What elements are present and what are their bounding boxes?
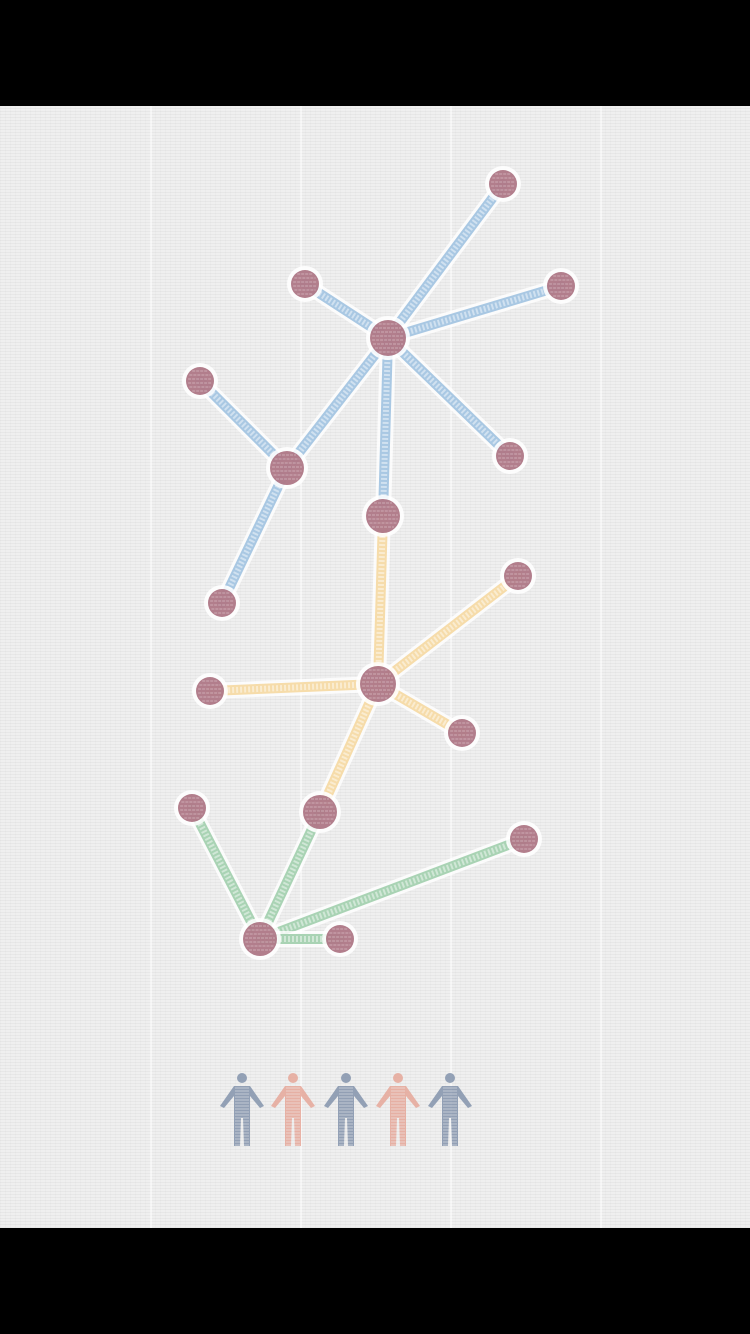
edge-hub-green-to-green-top-left	[187, 803, 265, 944]
node-blue-lower-right	[496, 442, 524, 470]
edge-hub-yellow-to-yellow-lower-left	[315, 679, 383, 817]
node-yellow-right	[504, 562, 532, 590]
node-green-near	[326, 925, 354, 953]
edge-blue-bottom-to-hub-yellow	[373, 511, 388, 689]
edge-texture	[380, 337, 391, 517]
person-figure-icon	[271, 1073, 315, 1146]
column-seam	[300, 106, 302, 1228]
node-blue-upper-left	[291, 270, 319, 298]
person-figure-icon	[220, 1073, 264, 1146]
node-yellow-lower-right	[448, 719, 476, 747]
person-figure-icon	[428, 1073, 472, 1146]
edge-hub-blue-to-blue-top-right	[383, 179, 508, 343]
edge-hub-blue-to-blue-right	[383, 281, 566, 343]
node-blue-lower-left	[208, 589, 236, 617]
top-black-bar	[0, 0, 750, 106]
edge-texture	[257, 810, 323, 941]
edge-blue-mid-left-to-blue-lower-left	[217, 463, 292, 608]
node-blue-bottom	[366, 499, 400, 533]
node-blue-right	[547, 272, 575, 300]
edge-texture	[385, 182, 506, 340]
edge-hub-yellow-to-yellow-left	[205, 679, 383, 696]
person-figure-icon	[376, 1073, 420, 1146]
node-blue-mid-left	[270, 451, 304, 485]
edge-texture	[284, 336, 391, 470]
node-blue-top-right	[489, 170, 517, 198]
column-seam	[600, 106, 602, 1228]
node-yellow-lower-left	[303, 795, 337, 829]
nodes-layer	[174, 166, 579, 960]
edge-hub-yellow-to-yellow-right	[373, 571, 523, 689]
edge-hub-blue-to-blue-bottom	[378, 333, 393, 521]
column-seam	[450, 106, 452, 1228]
node-green-right	[510, 825, 538, 853]
edge-texture	[317, 682, 381, 814]
edge-texture	[385, 335, 513, 459]
edge-hub-green-to-green-right	[255, 834, 529, 944]
node-green-top-left	[178, 794, 206, 822]
edges-layer	[184, 176, 569, 947]
edge-hub-blue-to-blue-mid-left	[282, 333, 393, 473]
edge-hub-green-to-yellow-lower-left	[255, 807, 325, 944]
edge-texture	[189, 806, 263, 941]
node-hub-blue	[370, 320, 406, 356]
edge-texture	[258, 836, 526, 942]
node-blue-far-left	[186, 367, 214, 395]
node-hub-yellow	[360, 666, 396, 702]
edge-texture	[219, 466, 290, 605]
artwork-panel	[0, 106, 750, 1228]
network-illustration	[174, 166, 579, 1146]
node-yellow-left	[196, 677, 224, 705]
node-hub-green	[243, 922, 277, 956]
edge-texture	[375, 515, 386, 685]
edge-hub-blue-to-blue-lower-right	[383, 333, 515, 461]
edge-texture	[209, 681, 379, 694]
people-figures	[220, 1073, 472, 1146]
bottom-black-bar	[0, 1228, 750, 1334]
person-figure-icon	[324, 1073, 368, 1146]
column-seam	[150, 106, 152, 1228]
edge-texture	[376, 573, 520, 687]
